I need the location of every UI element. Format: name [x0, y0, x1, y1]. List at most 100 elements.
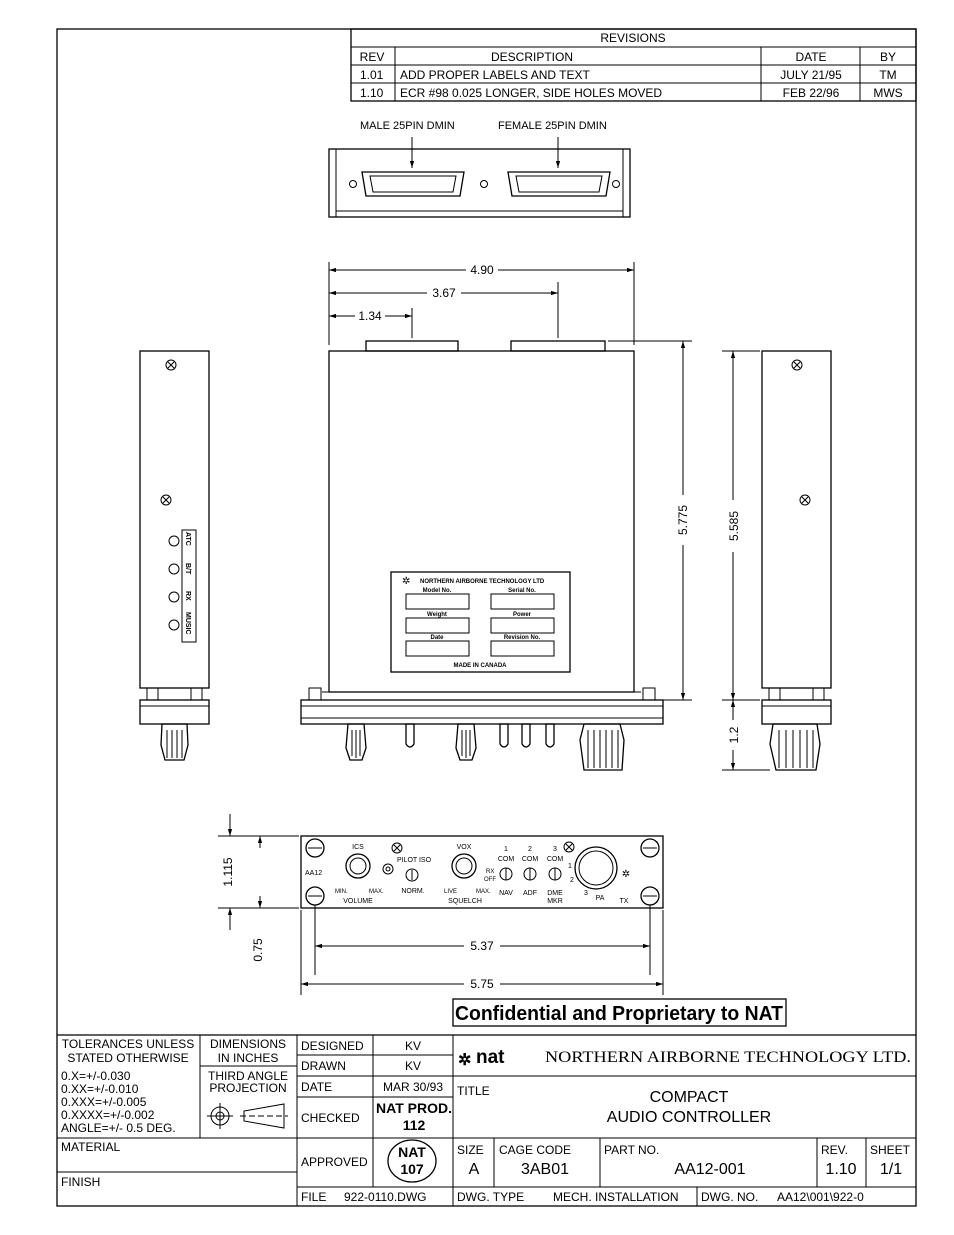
dim-knob-height: 1.2 — [727, 726, 741, 743]
panel-logo-icon: ✲ — [622, 869, 630, 880]
tolerance-4: 0.XXXX=+/-0.002 — [61, 1108, 155, 1122]
dim-panel-outer: 5.75 — [470, 977, 494, 991]
panel-nav: NAV — [499, 890, 513, 897]
drawing-title-1: COMPACT — [650, 1089, 729, 1106]
panel-squelch: SQUELCH — [448, 898, 482, 905]
side-label-rx: RX — [184, 591, 191, 601]
rev-value: 1.10 — [825, 1161, 856, 1178]
dwg-type-label: DWG. TYPE — [457, 1190, 524, 1204]
panel-vol-max: MAX. — [369, 889, 384, 895]
dimensions-units-2: IN INCHES — [218, 1051, 279, 1065]
approved-stamp-2: 107 — [400, 1161, 424, 1177]
drawing-title-2: AUDIO CONTROLLER — [607, 1109, 771, 1126]
panel-adf: ADF — [523, 890, 537, 897]
top-view — [300, 340, 664, 771]
sheet-label: SHEET — [870, 1143, 911, 1157]
cage-label: CAGE CODE — [499, 1143, 571, 1157]
confidential-notice: Confidential and Proprietary to NAT — [455, 1003, 783, 1025]
tolerance-5: ANGLE=+/- 0.5 DEG. — [61, 1121, 176, 1135]
nameplate-company: NORTHERN AIRBORNE TECHNOLOGY LTD — [420, 579, 545, 585]
dwg-type-value: MECH. INSTALLATION — [553, 1190, 679, 1204]
tolerances-title-1: TOLERANCES UNLESS — [62, 1037, 195, 1051]
panel-sq-live: LIVE — [444, 889, 457, 895]
panel-sq-max: MAX. — [476, 889, 491, 895]
rear-view: MALE 25PIN DMIN FEMALE 25PIN DMIN — [328, 120, 631, 218]
panel-com1-label: COM — [498, 856, 515, 863]
nameplate-field-date: Date — [430, 635, 444, 641]
tolerance-3: 0.XXX=+/-0.005 — [61, 1095, 147, 1109]
rev-row-2-description: ECR #98 0.025 LONGER, SIDE HOLES MOVED — [400, 86, 662, 100]
nameplate-star-icon: ✲ — [402, 576, 410, 587]
panel-com2-number: 2 — [528, 846, 532, 853]
side-label-music: MUSIC — [184, 612, 191, 635]
rev-header-date: DATE — [795, 50, 826, 64]
panel-mkr: MKR — [547, 898, 563, 905]
side-label-bt: B/T — [184, 563, 191, 575]
panel-pa: PA — [596, 895, 605, 902]
panel-ics: ICS — [352, 844, 364, 851]
part-label: PART NO. — [604, 1143, 659, 1157]
right-side-view — [761, 350, 832, 771]
side-label-atc: ATC — [184, 532, 191, 546]
dim-panel-height: 1.115 — [221, 857, 235, 886]
front-dimensions: 1.115 0.75 5.37 5.75 — [218, 814, 664, 995]
date-value: MAR 30/93 — [383, 1080, 443, 1094]
dwg-no-value: AA12\001\922-0 — [777, 1190, 864, 1204]
nameplate-origin: MADE IN CANADA — [454, 663, 508, 669]
nameplate-field-weight: Weight — [427, 612, 447, 618]
file-value: 922-0110.DWG — [344, 1190, 426, 1204]
tolerance-2: 0.XX=+/-0.010 — [61, 1082, 139, 1096]
panel-rotary-2: 2 — [570, 877, 574, 884]
panel-volume: VOLUME — [343, 898, 373, 905]
part-value: AA12-001 — [674, 1161, 745, 1178]
rev-row-2-by: MWS — [873, 86, 902, 100]
rev-row-1-description: ADD PROPER LABELS AND TEXT — [400, 68, 591, 82]
front-panel: AA12 ICS MIN. MAX. VOLUME PILOT ISO NORM… — [300, 835, 664, 909]
rev-row-2-rev: 1.10 — [360, 86, 384, 100]
male-connector-label: MALE 25PIN DMIN — [360, 120, 455, 132]
female-connector-label: FEMALE 25PIN DMIN — [498, 120, 607, 132]
rev-header-description: DESCRIPTION — [491, 50, 573, 64]
date-label: DATE — [301, 1080, 332, 1094]
dimensions-units-1: DIMENSIONS — [210, 1037, 286, 1051]
rev-header-by: BY — [880, 50, 896, 64]
tolerances-title-2: STATED OTHERWISE — [67, 1051, 188, 1065]
approved-stamp-1: NAT — [398, 1144, 426, 1160]
drawn-label: DRAWN — [301, 1059, 346, 1073]
finish-label: FINISH — [61, 1175, 100, 1189]
checked-value-2: 112 — [403, 1117, 426, 1133]
dim-mid-width: 3.67 — [432, 286, 456, 300]
nat-logo-icon: ✲ — [458, 1052, 471, 1069]
panel-rotary-3: 3 — [584, 890, 588, 897]
rev-row-2-date: FEB 22/96 — [783, 86, 840, 100]
top-dimensions: 4.90 3.67 1.34 — [328, 262, 635, 345]
panel-com3-number: 3 — [553, 846, 557, 853]
revisions-title: REVISIONS — [600, 31, 665, 45]
side-dimensions: 5.775 5.585 1.2 — [608, 340, 770, 771]
size-value: A — [469, 1161, 480, 1178]
file-label: FILE — [301, 1190, 326, 1204]
rev-label: REV. — [821, 1143, 848, 1157]
dim-left-width: 1.34 — [358, 309, 382, 323]
title-block: TOLERANCES UNLESS STATED OTHERWISE 0.X=+… — [57, 1034, 916, 1206]
designed-label: DESIGNED — [301, 1039, 364, 1053]
nameplate-field-serial: Serial No. — [508, 588, 536, 594]
panel-vox: VOX — [457, 844, 472, 851]
cage-value: 3AB01 — [521, 1161, 569, 1178]
approved-stamp — [387, 1139, 437, 1183]
panel-tx: TX — [620, 898, 629, 905]
third-angle-projection-icon — [207, 1103, 288, 1129]
rev-row-1-rev: 1.01 — [360, 68, 384, 82]
confidential-box — [452, 998, 787, 1027]
left-side-view: ATC B/T RX MUSIC — [139, 350, 210, 761]
panel-rotary-1: 1 — [568, 863, 572, 870]
panel-com2-label: COM — [522, 856, 539, 863]
nameplate-field-power: Power — [513, 612, 532, 618]
title-label: TITLE — [457, 1084, 490, 1098]
size-label: SIZE — [457, 1143, 484, 1157]
panel-com1-number: 1 — [504, 846, 508, 853]
checked-label: CHECKED — [301, 1111, 360, 1125]
approved-label: APPROVED — [301, 1155, 368, 1169]
drawn-value: KV — [405, 1059, 421, 1073]
